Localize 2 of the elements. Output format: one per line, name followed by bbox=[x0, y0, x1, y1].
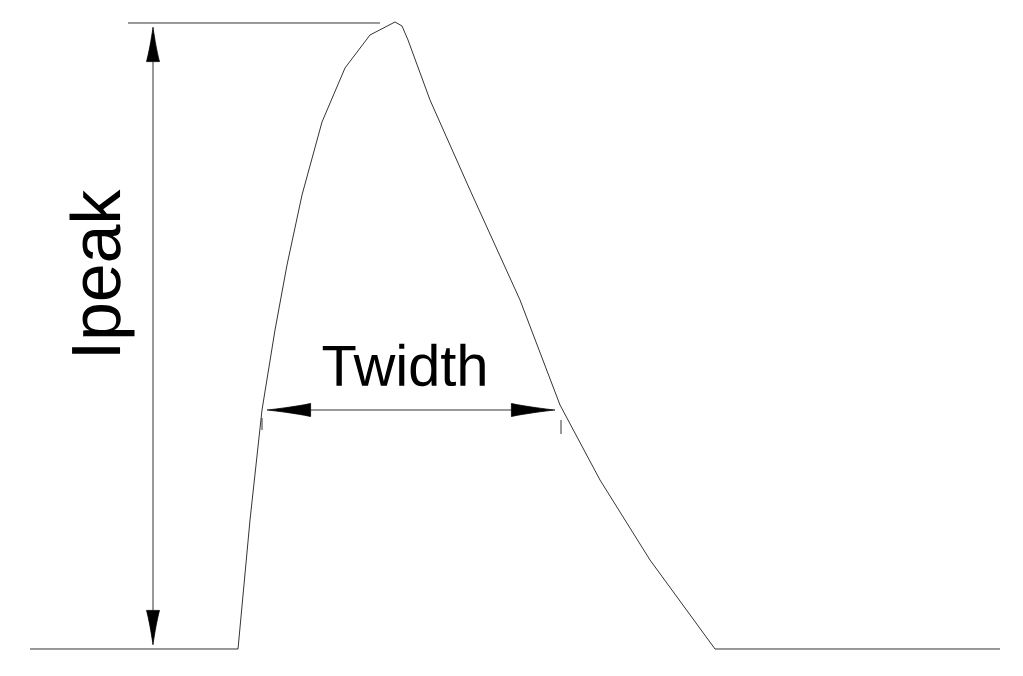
dimension-label: Twidth bbox=[322, 343, 485, 387]
dimension-label: Ipeak bbox=[69, 189, 135, 354]
